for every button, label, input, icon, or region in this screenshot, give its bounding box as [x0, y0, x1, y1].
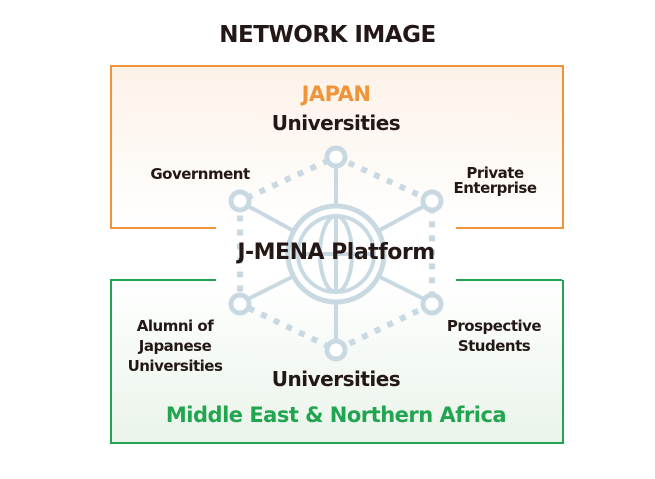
mena-region-label: Middle East & Northern Africa — [165, 403, 507, 427]
nodes — [228, 145, 444, 362]
node-icon — [228, 189, 252, 213]
node-icon — [324, 145, 348, 169]
diagram-title: NETWORK IMAGE — [219, 22, 436, 48]
globe-icon — [285, 203, 387, 305]
mena-box-top-left — [110, 279, 216, 281]
japan-box-bottom-left — [110, 227, 216, 229]
prospective-students-label: Prospective Students — [434, 316, 554, 356]
alumni-label: Alumni of Japanese Universities — [115, 316, 235, 376]
node-icon — [420, 292, 444, 316]
mena-universities-label: Universities — [271, 367, 401, 391]
prospective-line: Prospective — [446, 317, 542, 335]
japan-box-bottom-right — [456, 227, 562, 229]
node-icon — [420, 189, 444, 213]
platform-label: J-MENA Platform — [237, 240, 435, 265]
private-line: Private — [466, 164, 524, 182]
enterprise-line: Enterprise — [453, 179, 537, 197]
alumni-line-3: Universities — [127, 357, 223, 375]
japan-universities-label: Universities — [271, 111, 401, 135]
node-icon — [228, 292, 252, 316]
students-line: Students — [457, 337, 531, 355]
private-enterprise-label: Private Enterprise — [440, 166, 550, 196]
mena-box-top-right — [456, 279, 562, 281]
government-label: Government — [150, 165, 250, 183]
alumni-line-1: Alumni of — [136, 317, 214, 335]
spokes — [247, 166, 425, 341]
japan-region-label: JAPAN — [301, 82, 371, 106]
node-icon — [324, 338, 348, 362]
alumni-line-2: Japanese — [138, 337, 212, 355]
